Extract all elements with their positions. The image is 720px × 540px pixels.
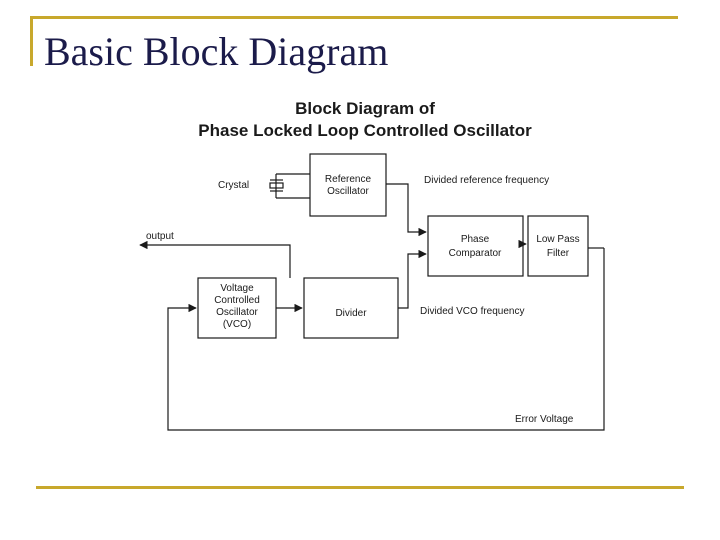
- low-pass-filter-label-1: Low Pass: [536, 234, 579, 245]
- reference-oscillator-label-1: Reference: [325, 174, 372, 185]
- vco-label-4: (VCO): [223, 319, 251, 330]
- phase-comparator-label-2: Comparator: [449, 248, 502, 259]
- diagram-title-line1: Block Diagram of: [295, 99, 435, 118]
- top-accent-line: [30, 16, 678, 19]
- divided-vco-frequency-label: Divided VCO frequency: [420, 306, 525, 317]
- vco-label-1: Voltage: [220, 283, 254, 294]
- output-arrow: [139, 240, 291, 278]
- divider-label: Divider: [335, 308, 367, 319]
- vco-label-2: Controlled: [214, 295, 260, 306]
- divided-reference-frequency-label: Divided reference frequency: [424, 175, 549, 186]
- low-pass-filter-block: [527, 215, 589, 277]
- slide-title: Basic Block Diagram: [44, 29, 389, 74]
- crystal-label: Crystal: [218, 180, 249, 191]
- phase-comparator-block: [427, 215, 524, 277]
- reference-oscillator-label-2: Oscillator: [327, 186, 369, 197]
- output-label: output: [146, 231, 174, 242]
- left-accent-line: [30, 16, 33, 66]
- ref-to-comparator-arrow: [386, 183, 427, 237]
- phase-comparator-label-1: Phase: [461, 234, 490, 245]
- vco-label-3: Oscillator: [216, 307, 258, 318]
- low-pass-filter-label-2: Filter: [547, 248, 570, 259]
- diagram-title-line2: Phase Locked Loop Controlled Oscillator: [198, 121, 532, 140]
- crystal-icon: [269, 173, 310, 199]
- bottom-accent-line: [36, 486, 684, 489]
- error-voltage-loop-arrow: [167, 248, 605, 431]
- divider-to-comparator-arrow: [398, 249, 427, 309]
- reference-oscillator-block: [309, 153, 387, 217]
- error-voltage-label: Error Voltage: [515, 414, 574, 425]
